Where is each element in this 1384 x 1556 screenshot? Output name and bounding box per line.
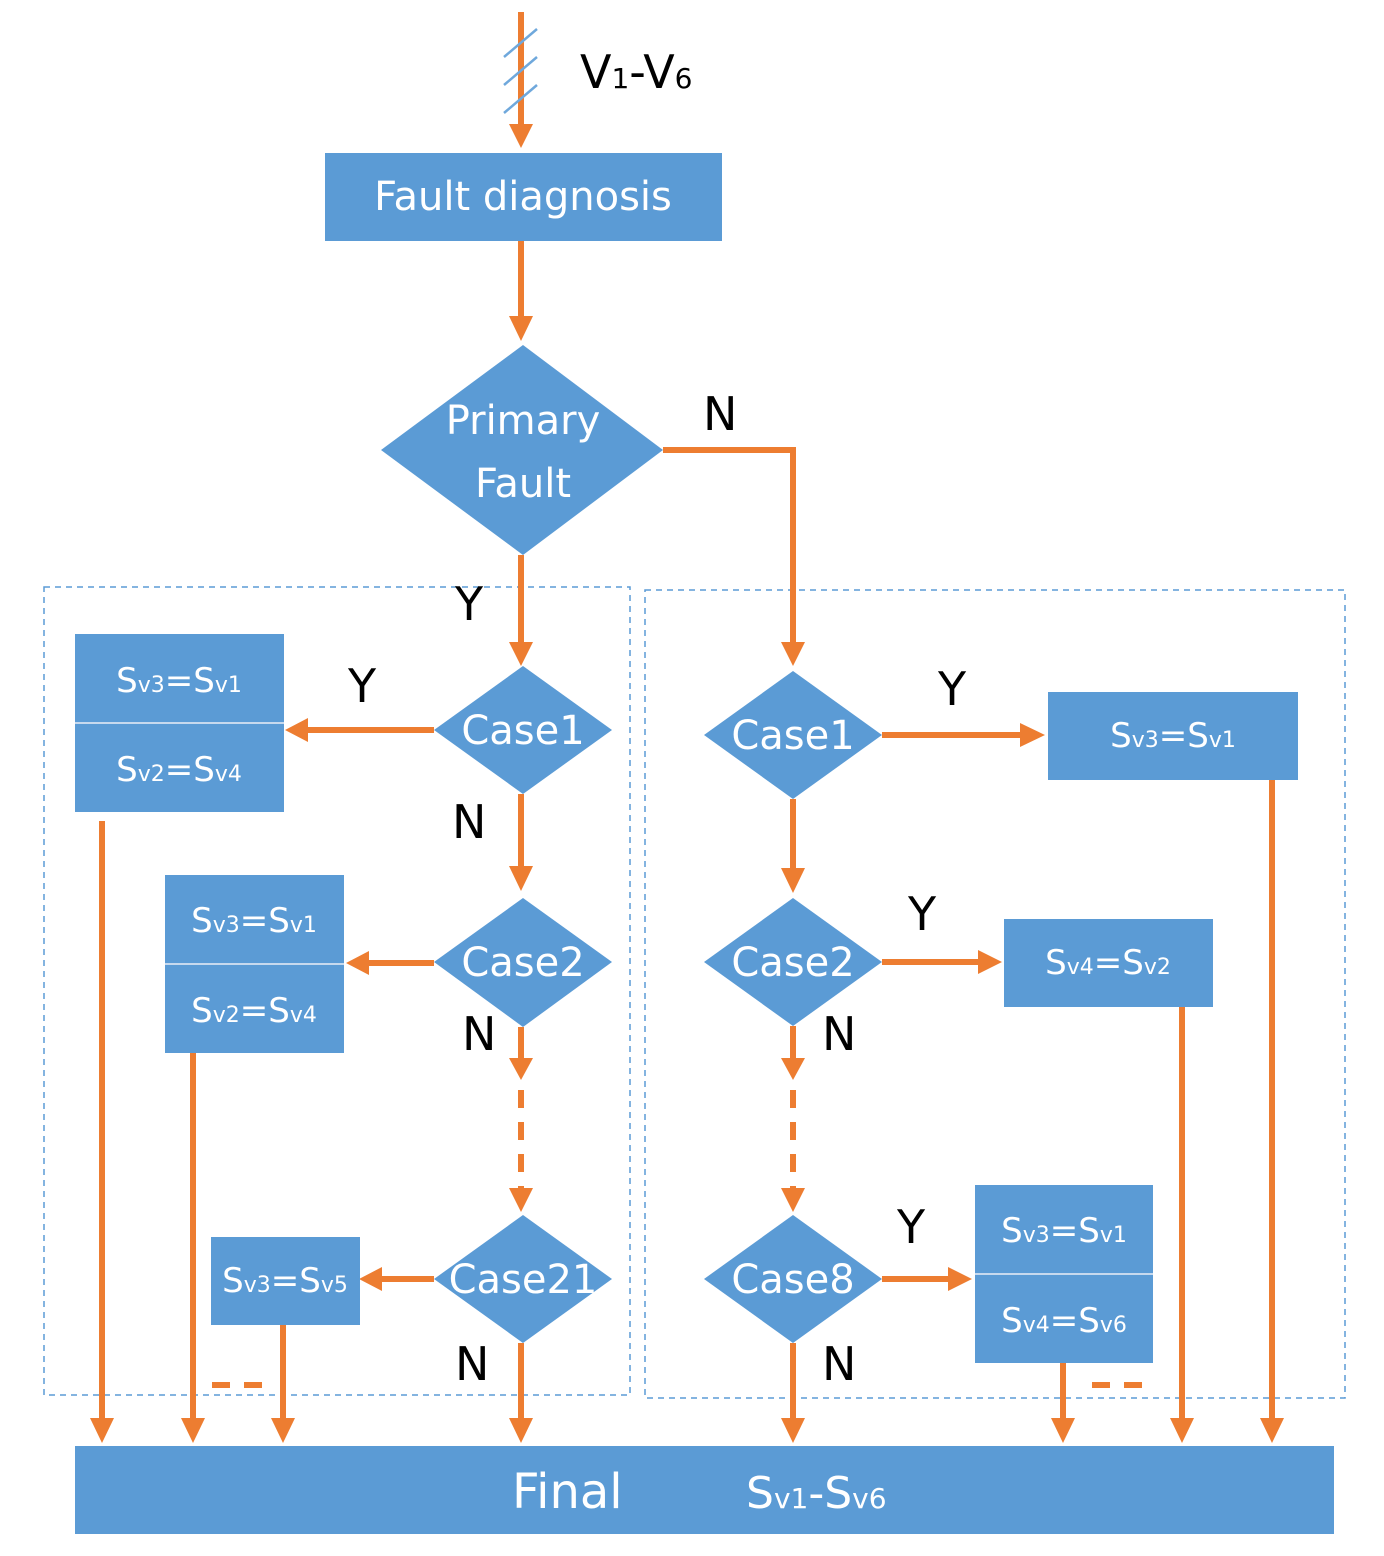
secondary-fault-region [644, 589, 1346, 1399]
final-label: Final [512, 1464, 623, 1520]
left-case1-no-label: N [452, 795, 486, 849]
fault-diagnosis-label: Fault diagnosis [374, 174, 672, 220]
primary-fault-no-label: N [703, 387, 737, 441]
right-case8-no-label: N [822, 1337, 856, 1391]
right-case1-yes-label: Y [937, 662, 967, 716]
right-case2-label: Case2 [731, 940, 854, 986]
right-case8-label: Case8 [731, 1257, 854, 1303]
left-case2-decision [434, 898, 612, 1027]
right-case2-no-label: N [822, 1007, 856, 1061]
left-case21-decision [434, 1215, 612, 1343]
right-action-box-1: Sv3=Sv1 [1048, 692, 1298, 780]
final-output-bar [75, 1446, 1334, 1534]
right-case1-decision [704, 671, 882, 799]
primary-fault-region [43, 586, 631, 1396]
right-case2-yes-label: Y [907, 887, 937, 941]
right-case2-decision [704, 898, 882, 1026]
right-box3-eq2: Sv4=Sv6 [1001, 1301, 1127, 1341]
right-case1-label: Case1 [731, 713, 854, 759]
input-label: V1-V6 [580, 45, 693, 99]
final-output-range: Sv1-Sv6 [746, 1468, 887, 1519]
right-box3-eq1: Sv3=Sv1 [1001, 1211, 1127, 1251]
left-box2-eq2: Sv2=Sv4 [191, 991, 317, 1031]
left-case21-no-label: N [455, 1337, 489, 1391]
left-action-box-1: Sv3=Sv1 Sv2=Sv4 [75, 634, 284, 812]
left-box1-eq2: Sv2=Sv4 [116, 750, 242, 790]
left-box1-eq1: Sv3=Sv1 [116, 661, 242, 701]
primary-fault-line1: Primary [446, 398, 601, 444]
right-action-box-3: Sv3=Sv1 Sv4=Sv6 [975, 1185, 1153, 1363]
left-action-box-3: Sv3=Sv5 [211, 1237, 360, 1325]
left-action-box-2: Sv3=Sv1 Sv2=Sv4 [165, 875, 344, 1053]
primary-fault-line2: Fault [475, 461, 571, 507]
left-case1-decision [434, 666, 612, 794]
left-case1-label: Case1 [461, 708, 584, 754]
fault-diagnosis-box [325, 153, 722, 241]
primary-fault-yes-label: Y [454, 577, 484, 631]
right-case8-decision [704, 1215, 882, 1343]
right-box1-eq1: Sv3=Sv1 [1110, 716, 1236, 756]
input-signal [503, 12, 538, 148]
right-action-box-2: Sv4=Sv2 [1004, 919, 1213, 1007]
left-case21-label: Case21 [449, 1257, 598, 1303]
left-box2-eq1: Sv3=Sv1 [191, 901, 317, 941]
primary-fault-decision [381, 345, 663, 555]
left-case1-yes-label: Y [347, 659, 377, 713]
right-box2-eq1: Sv4=Sv2 [1045, 943, 1171, 983]
left-box3-eq1: Sv3=Sv5 [222, 1261, 348, 1301]
left-case2-label: Case2 [461, 940, 584, 986]
left-case2-no-label: N [462, 1007, 496, 1061]
right-case8-yes-label: Y [896, 1200, 926, 1254]
